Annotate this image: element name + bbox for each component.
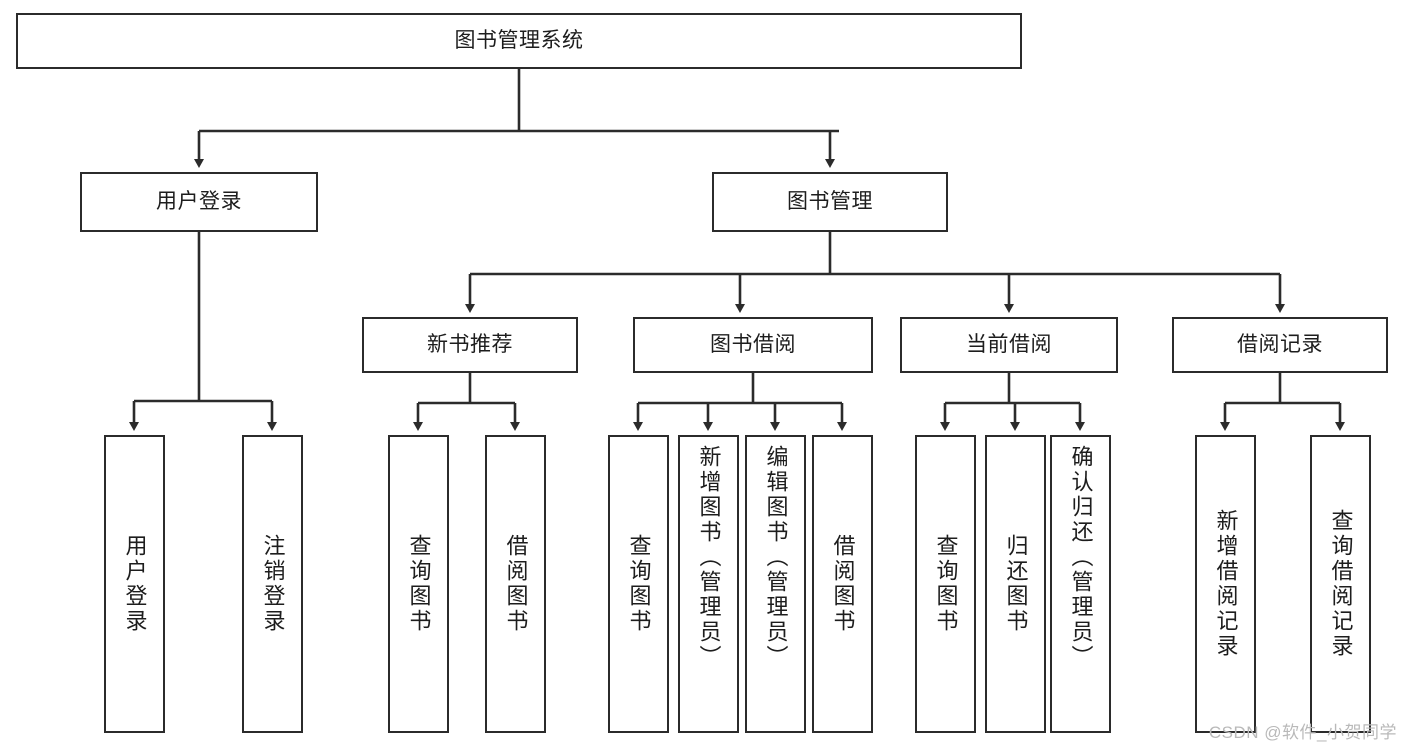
leaf-borrow-book-1[interactable]: 借阅图书 <box>485 435 546 733</box>
leaf-query-record-label: 查询借阅记录 <box>1328 509 1354 659</box>
leaf-query-book-1-label: 查询图书 <box>406 534 432 634</box>
node-new-book-rec-label: 新书推荐 <box>427 332 513 356</box>
leaf-user-login-label: 用户登录 <box>122 534 148 634</box>
node-borrow-record-label: 借阅记录 <box>1237 332 1323 356</box>
leaf-logout-label: 注销登录 <box>260 534 286 634</box>
leaf-query-book-2[interactable]: 查询图书 <box>608 435 669 733</box>
leaf-logout[interactable]: 注销登录 <box>242 435 303 733</box>
node-book-manage[interactable]: 图书管理 <box>712 172 948 232</box>
leaf-query-book-2-label: 查询图书 <box>626 534 652 634</box>
node-book-borrow[interactable]: 图书借阅 <box>633 317 873 373</box>
node-current-borrow[interactable]: 当前借阅 <box>900 317 1118 373</box>
leaf-query-book-3[interactable]: 查询图书 <box>915 435 976 733</box>
leaf-edit-book-label: 编辑图书（管理员） <box>763 445 789 670</box>
leaf-return-book[interactable]: 归还图书 <box>985 435 1046 733</box>
leaf-query-book-1[interactable]: 查询图书 <box>388 435 449 733</box>
leaf-add-record-label: 新增借阅记录 <box>1213 509 1239 659</box>
node-new-book-rec[interactable]: 新书推荐 <box>362 317 578 373</box>
leaf-user-login[interactable]: 用户登录 <box>104 435 165 733</box>
node-user-login[interactable]: 用户登录 <box>80 172 318 232</box>
leaf-return-book-label: 归还图书 <box>1003 534 1029 634</box>
node-user-login-label: 用户登录 <box>156 189 242 213</box>
node-borrow-record[interactable]: 借阅记录 <box>1172 317 1388 373</box>
node-root[interactable]: 图书管理系统 <box>16 13 1022 69</box>
node-root-label: 图书管理系统 <box>454 28 584 52</box>
leaf-borrow-book-2[interactable]: 借阅图书 <box>812 435 873 733</box>
csdn-watermark: CSDN @软件_小贺同学 <box>1208 723 1397 742</box>
leaf-borrow-book-2-label: 借阅图书 <box>830 534 856 634</box>
leaf-add-book-label: 新增图书（管理员） <box>696 445 722 670</box>
leaf-add-record[interactable]: 新增借阅记录 <box>1195 435 1256 733</box>
leaf-query-record[interactable]: 查询借阅记录 <box>1310 435 1371 733</box>
leaf-edit-book[interactable]: 编辑图书（管理员） <box>745 435 806 733</box>
leaf-query-book-3-label: 查询图书 <box>933 534 959 634</box>
leaf-confirm-return-label: 确认归还（管理员） <box>1068 445 1094 670</box>
leaf-add-book[interactable]: 新增图书（管理员） <box>678 435 739 733</box>
leaf-confirm-return[interactable]: 确认归还（管理员） <box>1050 435 1111 733</box>
node-book-manage-label: 图书管理 <box>787 189 873 213</box>
node-current-borrow-label: 当前借阅 <box>966 332 1052 356</box>
node-book-borrow-label: 图书借阅 <box>710 332 796 356</box>
leaf-borrow-book-1-label: 借阅图书 <box>503 534 529 634</box>
